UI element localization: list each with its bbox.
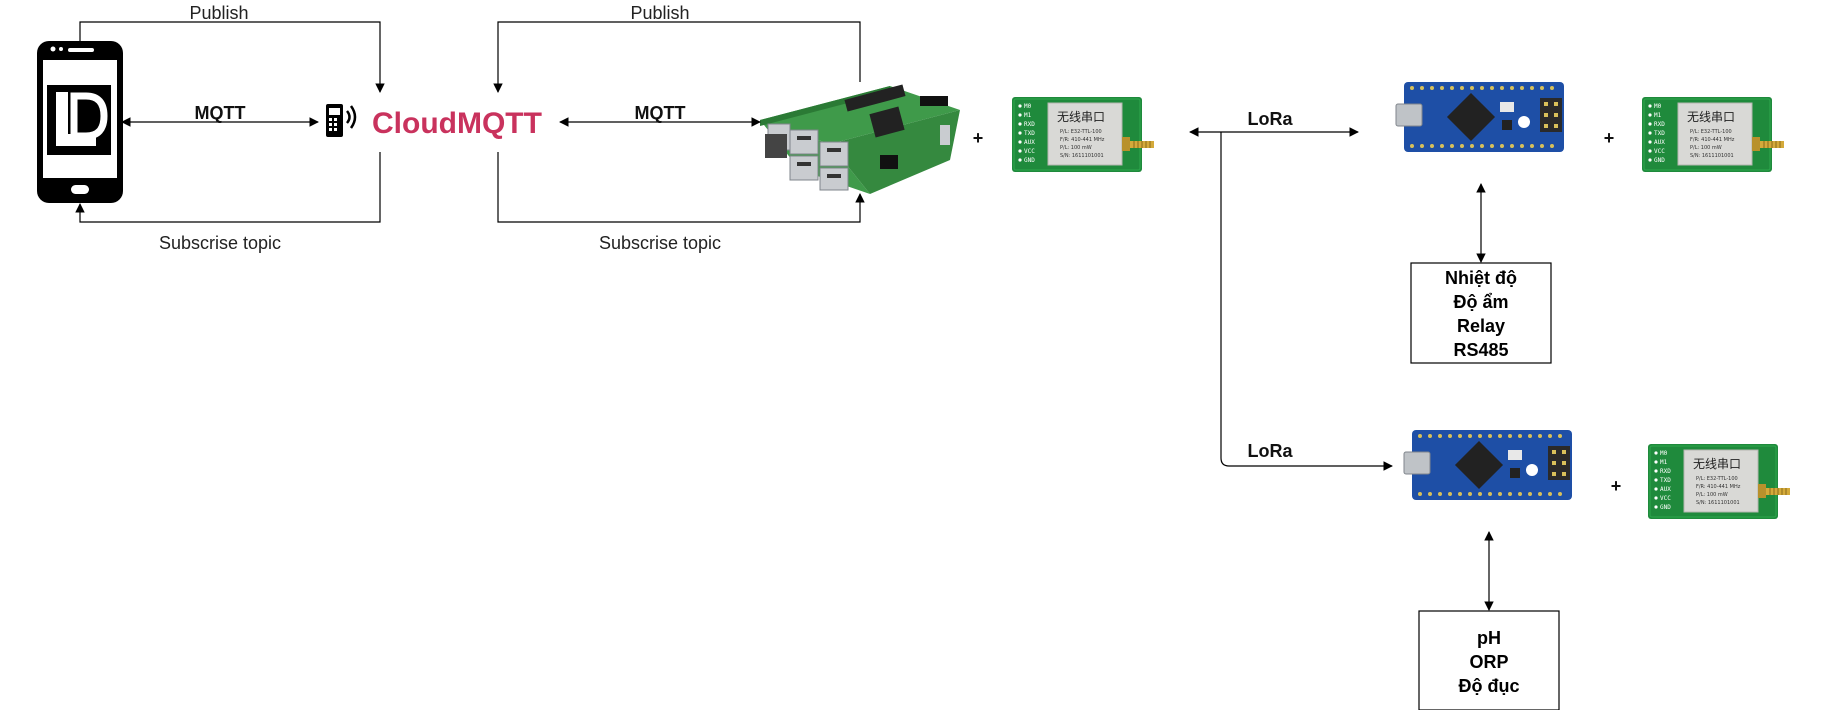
sensor-line: pH (1477, 628, 1501, 648)
ld-logo (47, 85, 111, 155)
plus-sign-node-1: + (1604, 128, 1615, 148)
cell-signal-icon (326, 104, 357, 137)
smartphone-icon (37, 41, 123, 203)
publish-arrow-left (79, 21, 385, 93)
arduino-nano-node-1 (1395, 81, 1565, 153)
lora-module-node-1 (1641, 96, 1785, 173)
sensor-line: Nhiệt độ (1445, 268, 1517, 288)
plus-sign-node-2: + (1611, 476, 1622, 496)
subscribe-arrow-left (75, 152, 381, 223)
sensor-line: Độ ẩm (1453, 292, 1508, 312)
subscribe-label-left: Subscrise topic (159, 233, 281, 253)
lora-module-node-2 (1647, 443, 1791, 520)
mqtt-label-left: MQTT (195, 103, 246, 123)
publish-label-right: Publish (630, 3, 689, 23)
sensor-line: Relay (1457, 316, 1505, 336)
lora-module-gateway (1011, 96, 1155, 173)
cloudmqtt-name: CloudMQTT (372, 107, 542, 140)
raspberry-pi-board (760, 84, 960, 194)
cloudmqtt-logo: CloudMQTT (326, 104, 542, 140)
lora-label-bottom: LoRa (1248, 441, 1294, 461)
mqtt-label-right: MQTT (635, 103, 686, 123)
publish-arrow-right (493, 21, 861, 93)
publish-label-left: Publish (189, 3, 248, 23)
sensor-line: RS485 (1453, 340, 1508, 360)
lora-link-node-2 (1220, 132, 1393, 471)
sensor-line: Độ đục (1459, 676, 1520, 696)
sensor-box-node-1: Nhiệt độ Độ ẩm Relay RS485 (1410, 262, 1552, 364)
lora-label-top: LoRa (1248, 109, 1294, 129)
arduino-nano-node-2 (1403, 429, 1573, 501)
subscribe-label-right: Subscrise topic (599, 233, 721, 253)
sensor-box-node-2: pH ORP Độ đục (1418, 610, 1560, 710)
subscribe-arrow-right (497, 152, 865, 223)
sensor-line: ORP (1469, 652, 1508, 672)
plus-sign-gateway: + (973, 128, 984, 148)
